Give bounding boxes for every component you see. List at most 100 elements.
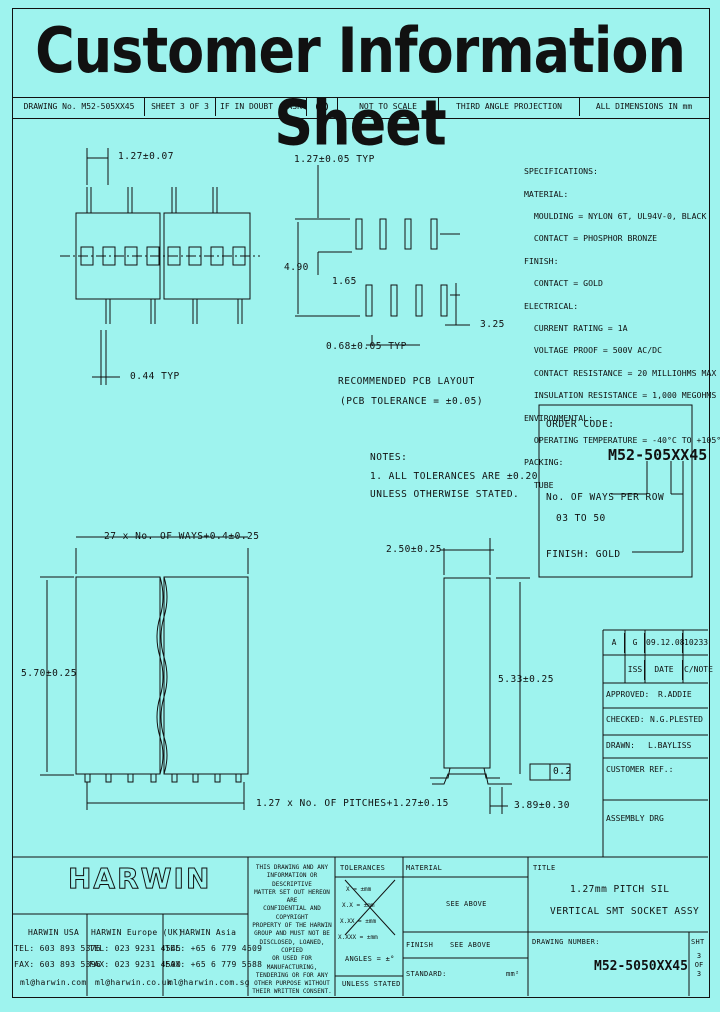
- tolerance-x: X = ±mm: [346, 886, 372, 893]
- spec-line: PACKING:: [524, 457, 564, 468]
- disclaimer-line: DISCLOSED, LOANED, COPIED: [259, 938, 325, 954]
- drawing-number-label: DRAWING NUMBER:: [532, 938, 600, 946]
- disclaimer-line: THIS DRAWING AND ANY: [255, 864, 329, 871]
- office-asia-fax: FAX: +65 6 779 5688: [165, 960, 263, 969]
- dim-coplanarity: 0.2: [553, 766, 572, 777]
- drawn-value: L.BAYLISS: [648, 741, 692, 750]
- disclaimer-line: MATTER SET OUT HEREON ARE: [254, 888, 330, 905]
- title-line-1: 1.27mm PITCH SIL: [570, 884, 670, 895]
- tolerances-label: TOLERANCES: [340, 864, 386, 872]
- notes-line-1: NOTES:: [370, 452, 408, 463]
- order-ways-label: No. OF WAYS PER ROW: [546, 492, 665, 503]
- spec-line: FINISH:: [524, 255, 559, 266]
- approved-value: R.ADDIE: [658, 690, 692, 699]
- rev-header-note: C/NOTE: [684, 665, 713, 674]
- rev-letter: A: [604, 633, 625, 653]
- office-usa-email: ml@harwin.com: [20, 978, 87, 987]
- office-usa-fax: FAX: 603 893 5396: [14, 960, 101, 969]
- disclaimer-line: PROPERTY OF THE HARWIN: [252, 922, 332, 930]
- office-asia-email: ml@harwin.com.sg: [168, 978, 250, 987]
- notes-line-2: 1. ALL TOLERANCES ARE ±0.20: [370, 471, 538, 482]
- unless-stated: UNLESS STATED: [342, 980, 401, 988]
- disclaimer-line: THEIR WRITTEN CONSENT.: [252, 988, 332, 996]
- copyright-icon: C: [307, 98, 338, 116]
- material-value: SEE ABOVE: [446, 900, 487, 908]
- spec-line: ENVIRONMENTAL:: [524, 412, 594, 423]
- approved-label: APPROVED:: [606, 690, 650, 699]
- spec-line: CONTACT = GOLD: [524, 278, 603, 289]
- tolerance-xxx: X.XX = ±mm: [340, 918, 377, 925]
- rev-initials: G: [626, 633, 645, 653]
- dim-length-bottom: 1.27 x No. OF PITCHES+1.27±0.15: [256, 798, 449, 809]
- page-title: Customer Information Sheet: [35, 14, 686, 160]
- finish-label: FINISH: [406, 941, 434, 949]
- assembly-label: ASSEMBLY DRG: [606, 814, 664, 823]
- standard-value: mm²: [506, 970, 520, 978]
- tolerance-xxxx: X.XXX = ±mm: [338, 934, 378, 941]
- copyright-symbol: C: [315, 101, 329, 112]
- dim-length-top: 27 x No. OF WAYS+0.4±0.25: [104, 531, 260, 542]
- office-usa-tel: TEL: 603 893 5376: [14, 944, 101, 953]
- office-asia-name: HARWIN Asia: [180, 928, 237, 937]
- pcb-layout-line-2: (PCB TOLERANCE = ±0.05): [340, 396, 484, 407]
- spec-line: CURRENT RATING = 1A: [524, 323, 628, 334]
- header-units: ALL DIMENSIONS IN mm: [595, 102, 693, 111]
- spec-line: VOLTAGE PROOF = 500V AC/DC: [524, 345, 663, 356]
- customer-ref-label: CUSTOMER REF.:: [606, 765, 674, 774]
- spec-line: ELECTRICAL:: [524, 300, 579, 311]
- spec-line: OPERATING TEMPERATURE = -40°C TO +105°C: [524, 435, 720, 446]
- title-line-2: VERTICAL SMT SOCKET ASSY: [550, 906, 700, 917]
- spec-line: CONTACT = PHOSPHOR BRONZE: [524, 233, 658, 244]
- dim-pcb-pad-gap: 3.25: [480, 319, 505, 330]
- drawn-label: DRAWN:: [606, 741, 635, 750]
- header-drawing-no: DRAWING No. M52-505XX45: [14, 98, 145, 116]
- office-uk-tel: TEL: 023 9231 4545: [89, 944, 182, 953]
- rev-header-iss: ISS: [626, 660, 645, 680]
- spec-line: SPECIFICATIONS:: [524, 166, 598, 177]
- sheet-value: 3 OF 3: [694, 952, 704, 978]
- harwin-logo: HARWIN: [67, 862, 212, 896]
- checked-value: N.G.PLESTED: [650, 715, 703, 724]
- dim-pcb-pad-width: 0.68±0.05 TYP: [326, 341, 407, 352]
- checked-label: CHECKED:: [606, 715, 645, 724]
- rev-date: 09.12.08: [646, 633, 685, 653]
- header-strip: [12, 97, 709, 119]
- rev-header-date: DATE: [646, 660, 683, 680]
- specifications: SPECIFICATIONS: MATERIAL: MOULDING = NYL…: [524, 155, 720, 502]
- spec-line: INSULATION RESISTANCE = 1,000 MEGOHMS MI…: [524, 390, 720, 401]
- header-sheet: SHEET 3 OF 3: [145, 98, 216, 116]
- rev-note: 10233: [684, 638, 709, 647]
- angles-tolerance: ANGLES = ±°: [345, 955, 395, 963]
- header-projection: THIRD ANGLE PROJECTION: [439, 98, 580, 116]
- order-code-label: ORDER CODE:: [546, 419, 615, 430]
- dim-height: 5.70±0.25: [21, 668, 77, 679]
- office-uk-email: ml@harwin.co.uk: [95, 978, 172, 987]
- disclaimer-line: OR USED FOR MANUFACTURING,: [266, 955, 318, 971]
- title-label: TITLE: [533, 864, 556, 872]
- order-finish: FINISH: GOLD: [546, 549, 621, 560]
- disclaimer-line: INFORMATION OR DESCRIPTIVE: [266, 872, 318, 888]
- order-code: M52-505XX45: [608, 446, 708, 464]
- spec-line: TUBE: [524, 479, 554, 490]
- header-doubt: IF IN DOUBT - ASK: [216, 98, 307, 116]
- disclaimer-line: GROUP AND MUST NOT BE: [254, 930, 330, 938]
- dim-side-width: 2.50±0.25: [386, 544, 442, 555]
- order-ways-range: 03 TO 50: [556, 513, 606, 524]
- spec-line: MATERIAL:: [524, 188, 569, 199]
- header-scale: NOT TO SCALE: [338, 98, 439, 116]
- tolerance-xx: X.X = ±mm: [342, 902, 375, 909]
- office-usa-name: HARWIN USA: [28, 928, 80, 937]
- office-uk-fax: FAX: 023 9231 4590: [89, 960, 182, 969]
- office-asia-tel: TEL: +65 6 779 4609: [165, 944, 263, 953]
- dim-pin-width: 0.44 TYP: [130, 371, 180, 382]
- office-uk-name: HARWIN Europe (UK): [91, 928, 184, 937]
- disclaimer-line: TENDERING OR FOR ANY: [255, 971, 329, 979]
- finish-value: SEE ABOVE: [450, 941, 491, 949]
- spec-line: CONTACT RESISTANCE = 20 MILLIOHMS MAX: [524, 367, 717, 378]
- standard-label: STANDARD:: [406, 970, 447, 978]
- notes-line-3: UNLESS OTHERWISE STATED.: [370, 489, 520, 500]
- pcb-layout-line-1: RECOMMENDED PCB LAYOUT: [338, 376, 475, 387]
- drawing-number: M52-5050XX45: [594, 959, 688, 974]
- disclaimer: THIS DRAWING AND ANY INFORMATION OR DESC…: [250, 864, 334, 997]
